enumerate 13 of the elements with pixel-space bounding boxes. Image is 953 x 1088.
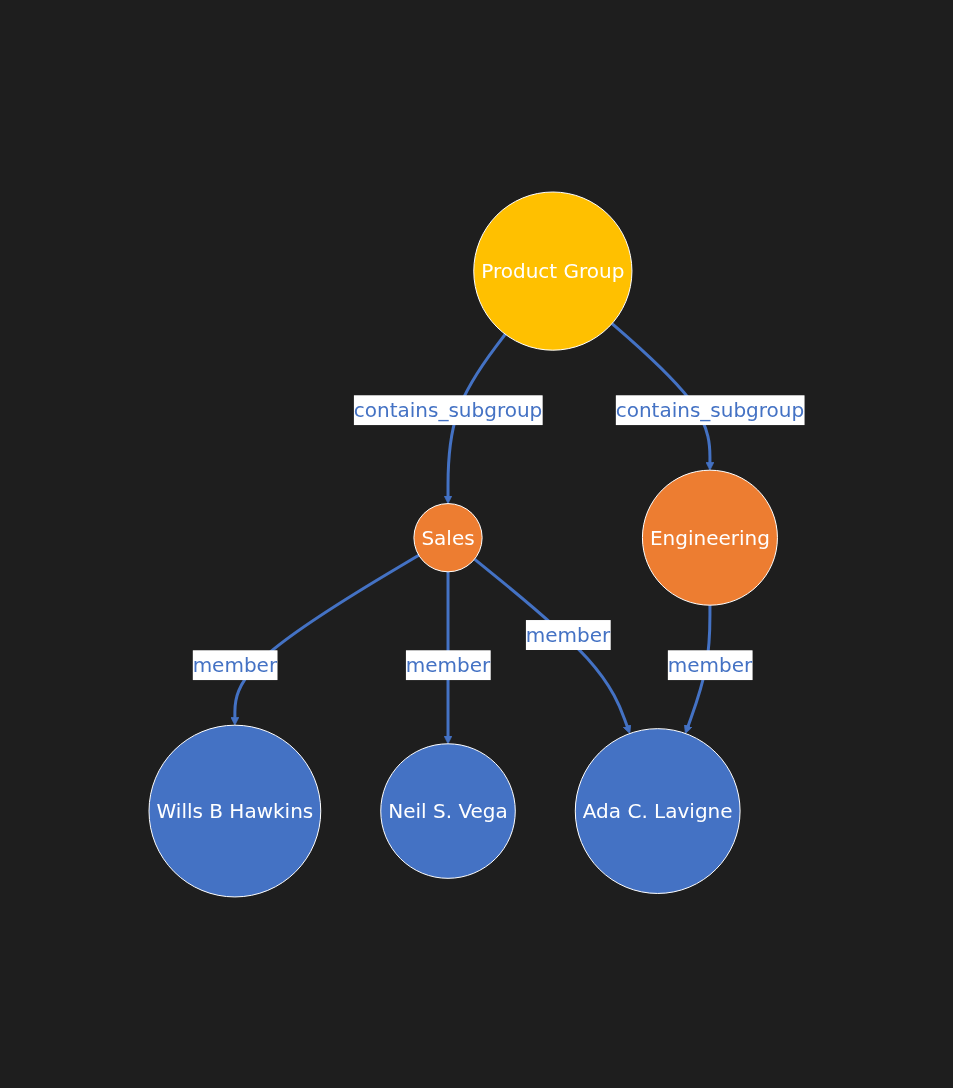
edge-label: member xyxy=(525,622,611,647)
node-circle: Product Group xyxy=(473,191,633,351)
node-circle: Wills B Hawkins xyxy=(148,724,322,897)
edge-label: member xyxy=(192,652,278,677)
node-circle: Sales xyxy=(413,502,483,572)
edge-label: member xyxy=(405,652,491,677)
node-circle: Neil S. Vega xyxy=(380,742,516,879)
edge-label: member xyxy=(667,652,753,677)
node-circle: Engineering xyxy=(641,469,778,606)
node-circle: Ada C. Lavigne xyxy=(574,727,741,894)
edge-label: contains_subgroup xyxy=(353,397,543,422)
arrow xyxy=(473,557,632,734)
edge-label: contains_subgroup xyxy=(615,397,805,422)
